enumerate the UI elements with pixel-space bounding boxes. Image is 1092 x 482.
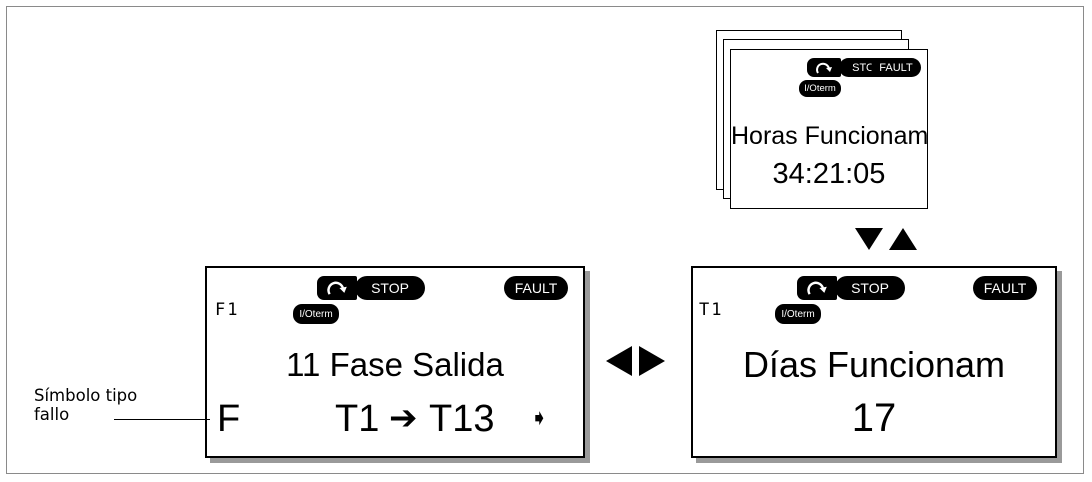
ioterm-indicator: I/Oterm: [775, 304, 821, 324]
run-rotation-icon: [797, 276, 837, 300]
arrow-up-icon: [889, 228, 917, 250]
fault-indicator: FAULT: [504, 276, 568, 300]
fault-type-symbol: F: [217, 398, 241, 440]
figure-frame: [6, 6, 1084, 474]
param-name-line: Horas Funcionam: [731, 122, 929, 150]
more-indicator-icon: ➧: [530, 406, 549, 431]
ioterm-indicator: I/Oterm: [799, 80, 841, 97]
arrow-right-icon: [639, 346, 665, 376]
fault-time-from: T1: [335, 398, 380, 440]
run-rotation-icon: [317, 276, 357, 300]
stop-indicator: STOP: [835, 276, 905, 300]
param-value-line: 17: [851, 396, 897, 440]
arrow-left-icon: [606, 346, 632, 376]
panel-fault: F1 STOP FAULT I/Oterm 11 Fase Salida F T…: [205, 266, 585, 458]
fault-time-to: T13: [429, 398, 495, 440]
fault-indicator: FAULT: [871, 58, 921, 77]
param-name-line: Días Funcionam: [742, 344, 1006, 385]
fault-indicator: FAULT: [973, 276, 1037, 300]
caption-fault-symbol-type-line2: fallo: [34, 405, 70, 424]
arrow-down-icon: [855, 228, 883, 250]
menu-code-t1: T1: [699, 300, 724, 320]
run-rotation-icon: [807, 58, 841, 77]
param-value-line: 34:21:05: [772, 158, 886, 190]
menu-code-f1: F1: [215, 300, 240, 320]
fault-name-line: 11 Fase Salida: [286, 346, 504, 383]
panel-operating-days: T1 STOP FAULT I/Oterm Días Funcionam 17: [691, 266, 1057, 458]
stop-indicator: STOP: [355, 276, 425, 300]
fault-time-arrow: ➔: [389, 398, 418, 438]
panel-operating-hours: STOP FAULT I/Oterm Horas Funcionam 34:21…: [730, 49, 928, 209]
leader-line: [114, 419, 210, 420]
ioterm-indicator: I/Oterm: [293, 304, 339, 324]
caption-fault-symbol-type: Símbolo tipo: [34, 386, 138, 405]
